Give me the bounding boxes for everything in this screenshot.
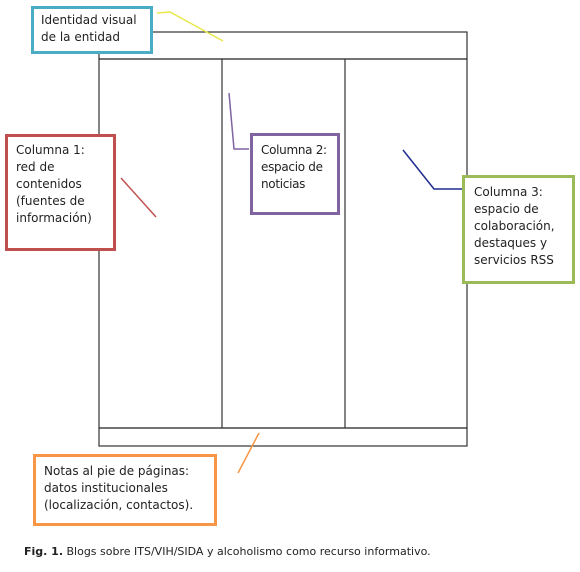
column2-label-line: noticias <box>261 177 306 191</box>
footer-connector-line <box>237 432 260 474</box>
column1-label-line: contenidos <box>16 177 82 191</box>
footer-label-line: Notas al pie de páginas: <box>44 464 190 478</box>
identity-label-line: Identidad visual <box>41 13 137 27</box>
column2-label-box: Columna 2: espacio de noticias <box>250 133 340 215</box>
column1-label-box: Columna 1: red de contenidos (fuentes de… <box>5 134 116 251</box>
identity-label-line: de la entidad <box>41 30 120 44</box>
column3-label-line: destaques y <box>474 236 548 250</box>
column3-label-line: servicios RSS <box>474 253 554 267</box>
column3-label-line: espacio de <box>474 202 539 216</box>
identity-connector-line <box>156 11 224 42</box>
column3-label-line: Columna 3: <box>474 185 543 199</box>
header-bar <box>98 31 468 60</box>
figure-number: Fig. 1. <box>24 545 63 558</box>
content-area <box>98 58 468 429</box>
column1-label-line: (fuentes de <box>16 194 85 208</box>
footer-label-box: Notas al pie de páginas: datos instituci… <box>33 454 217 526</box>
identity-label-box: Identidad visual de la entidad <box>31 6 153 54</box>
column1-label-line: red de <box>16 160 55 174</box>
column3-label-line: colaboración, <box>474 219 555 233</box>
column2-label-line: espacio de <box>261 160 323 174</box>
footer-label-line: (localización, contactos). <box>44 498 194 512</box>
figure-caption-text: Blogs sobre ITS/VIH/SIDA y alcoholismo c… <box>63 545 431 558</box>
figure-caption: Fig. 1. Blogs sobre ITS/VIH/SIDA y alcoh… <box>24 545 431 558</box>
column3-connector-line <box>402 149 462 190</box>
column2-connector-line <box>228 92 249 150</box>
column1-label-line: información) <box>16 211 92 225</box>
column1-label-line: Columna 1: <box>16 143 85 157</box>
footer-bar <box>98 427 468 447</box>
column1-connector-line <box>120 177 157 218</box>
footer-label-line: datos institucionales <box>44 481 168 495</box>
column3-label-box: Columna 3: espacio de colaboración, dest… <box>462 175 575 284</box>
column2-label-line: Columna 2: <box>261 143 327 157</box>
